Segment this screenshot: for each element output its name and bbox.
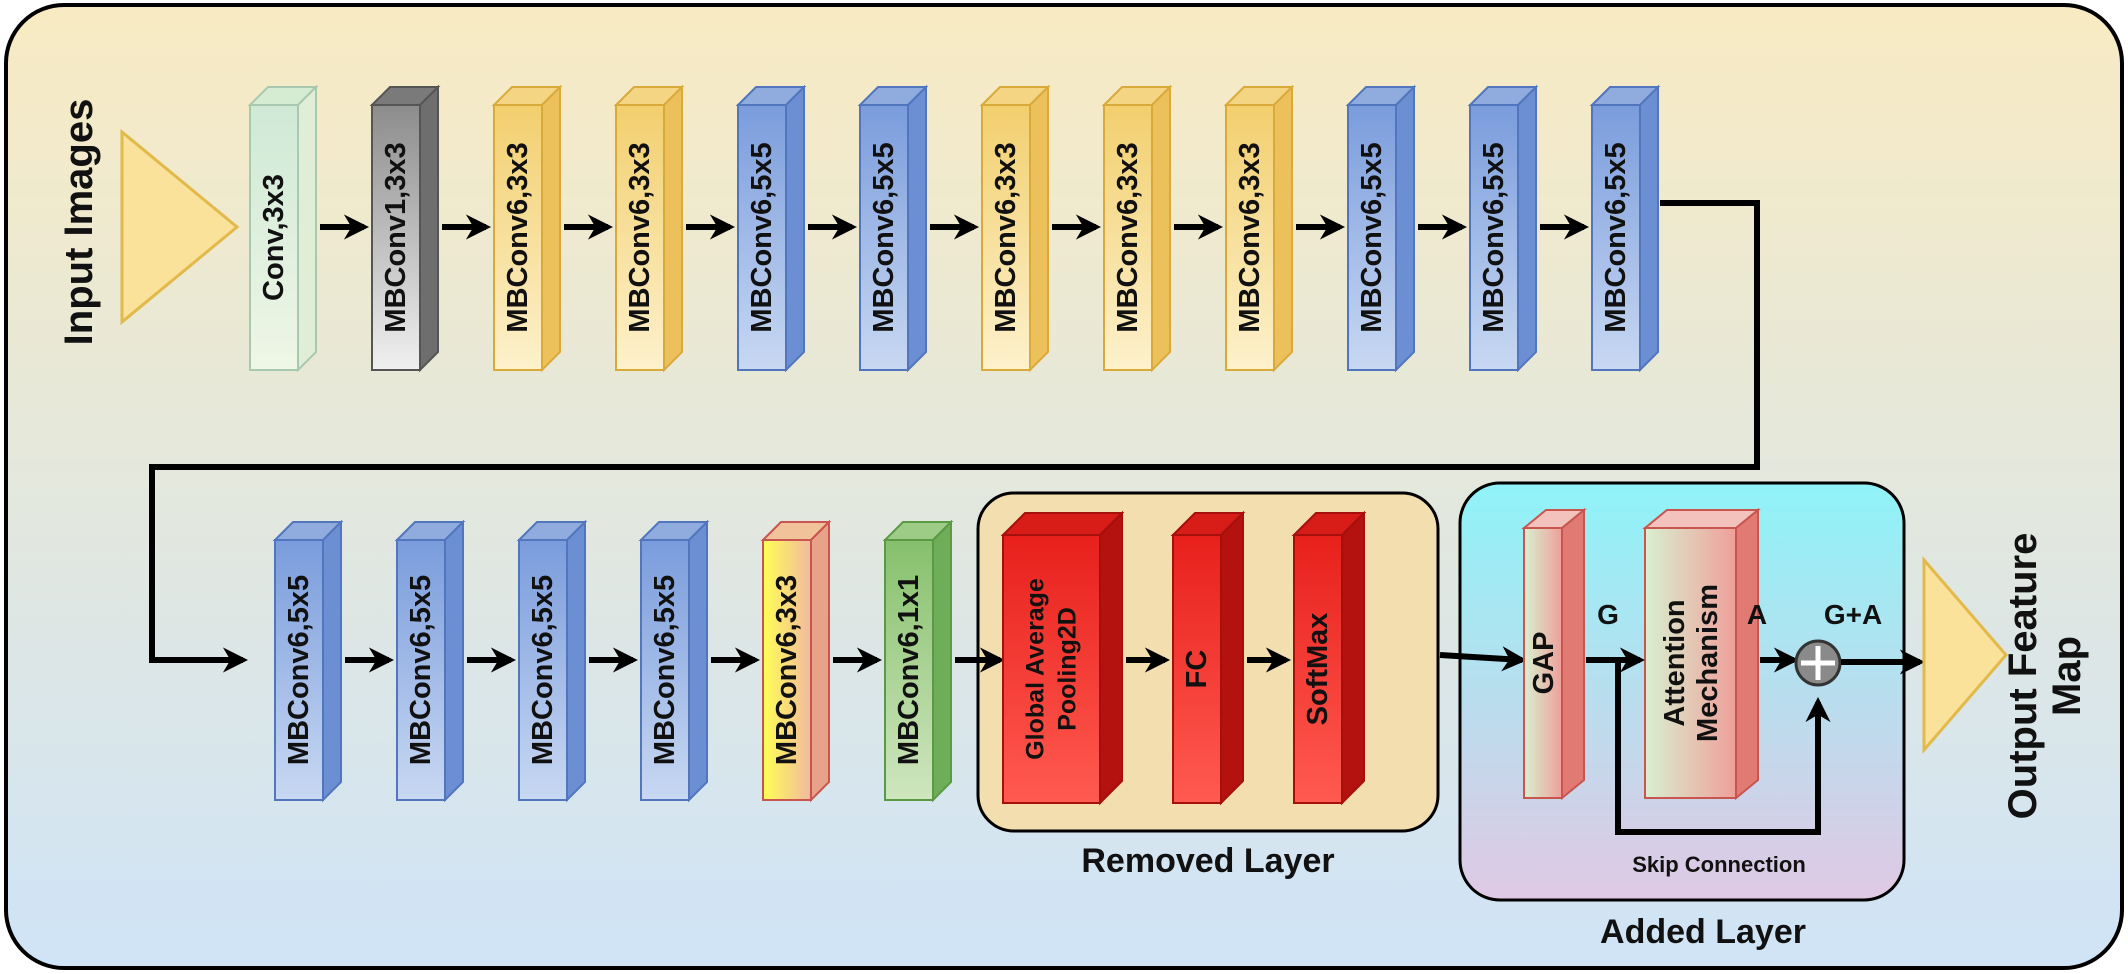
removed-block-3-label: SoftMax [1302, 613, 1334, 726]
row1-block-10: MBConv6,5x5 [1345, 84, 1417, 373]
row1-block-9: MBConv6,3x3 [1223, 84, 1295, 373]
row1-block-8-label: MBConv6,3x3 [1112, 142, 1144, 332]
row1-block-7-label: MBConv6,3x3 [990, 142, 1022, 332]
g-plus-a-label: G+A [1824, 599, 1882, 630]
input-triangle [120, 128, 240, 326]
row1-block-5-label: MBConv6,5x5 [746, 142, 778, 332]
removed-block-3: SoftMax [1291, 510, 1367, 806]
row1-block-8: MBConv6,3x3 [1101, 84, 1173, 373]
sum-node-icon [1794, 639, 1842, 687]
row1-block-12-label: MBConv6,5x5 [1600, 142, 1632, 332]
row1-block-10-label: MBConv6,5x5 [1356, 142, 1388, 332]
row1-block-6-label: MBConv6,5x5 [868, 142, 900, 332]
row2-block-1-label: MBConv6,5x5 [283, 575, 315, 765]
row2-block-3-label: MBConv6,5x5 [527, 575, 559, 765]
removed-block-2-label: FC [1181, 650, 1213, 689]
skip-connection-label: Skip Connection [1632, 852, 1806, 877]
row1-block-6: MBConv6,5x5 [857, 84, 929, 373]
row-connector-line [149, 200, 1760, 673]
row1-block-4-label: MBConv6,3x3 [624, 142, 656, 332]
row1-block-1: Conv,3x3 [247, 84, 319, 373]
removed-block-2: FC [1170, 510, 1246, 806]
gap-label: GAP [1528, 632, 1560, 695]
row2-block-2: MBConv6,5x5 [394, 519, 466, 803]
row2-block-5-label: MBConv6,3x3 [771, 575, 803, 765]
g-label: G [1597, 599, 1619, 630]
skip-connection-line [1615, 660, 1831, 835]
row1-block-11-label: MBConv6,5x5 [1478, 142, 1510, 332]
output-label-line2: Map [2045, 636, 2089, 716]
row1-block-1-label: Conv,3x3 [258, 174, 290, 301]
removed-layer-caption: Removed Layer [1081, 842, 1334, 880]
row2-block-6: MBConv6,1x1 [882, 519, 954, 803]
row1-block-7: MBConv6,3x3 [979, 84, 1051, 373]
removed-block-1-label: Pooling2D [1054, 607, 1082, 731]
attention-block: Attention Mechanism [1642, 507, 1761, 801]
row2-block-3: MBConv6,5x5 [516, 519, 588, 803]
row2-block-2-label: MBConv6,5x5 [405, 575, 437, 765]
row2-block-4-label: MBConv6,5x5 [649, 575, 681, 765]
added-layer-caption: Added Layer [1600, 913, 1806, 951]
row2-block-6-label: MBConv6,1x1 [893, 575, 925, 765]
row1-block-9-label: MBConv6,3x3 [1234, 142, 1266, 332]
row1-block-12: MBConv6,5x5 [1589, 84, 1661, 373]
row1-block-2-label: MBConv1,3x3 [380, 142, 412, 332]
row2-block-1: MBConv6,5x5 [272, 519, 344, 803]
attention-label-line1: Attention [1659, 599, 1691, 726]
row1-block-5: MBConv6,5x5 [735, 84, 807, 373]
row2-block-5: MBConv6,3x3 [760, 519, 832, 803]
row1-block-11: MBConv6,5x5 [1467, 84, 1539, 373]
removed-block-1-label: Global Average [1022, 578, 1050, 760]
a-label: A [1747, 599, 1767, 630]
row1-blocks: Conv,3x3 MBConv1,3x3 MBConv6,3x3 MBConv6,3x… [247, 84, 1661, 373]
input-images-label: Input Images [57, 99, 101, 346]
row2-blocks: MBConv6,5x5 MBConv6,5x5 MBConv6,5x5 MBConv6… [272, 519, 954, 803]
arrow-removed-to-gap [1439, 646, 1528, 672]
row1-block-3-label: MBConv6,3x3 [502, 142, 534, 332]
gap-block: GAP [1521, 507, 1587, 801]
row1-block-3: MBConv6,3x3 [491, 84, 563, 373]
row1-block-2: MBConv1,3x3 [369, 84, 441, 373]
row1-block-4: MBConv6,3x3 [613, 84, 685, 373]
row2-block-4: MBConv6,5x5 [638, 519, 710, 803]
output-label-line1: Output Feature [2001, 533, 2045, 820]
attention-label-line2: Mechanism [1692, 584, 1724, 742]
output-triangle [1922, 555, 2008, 755]
